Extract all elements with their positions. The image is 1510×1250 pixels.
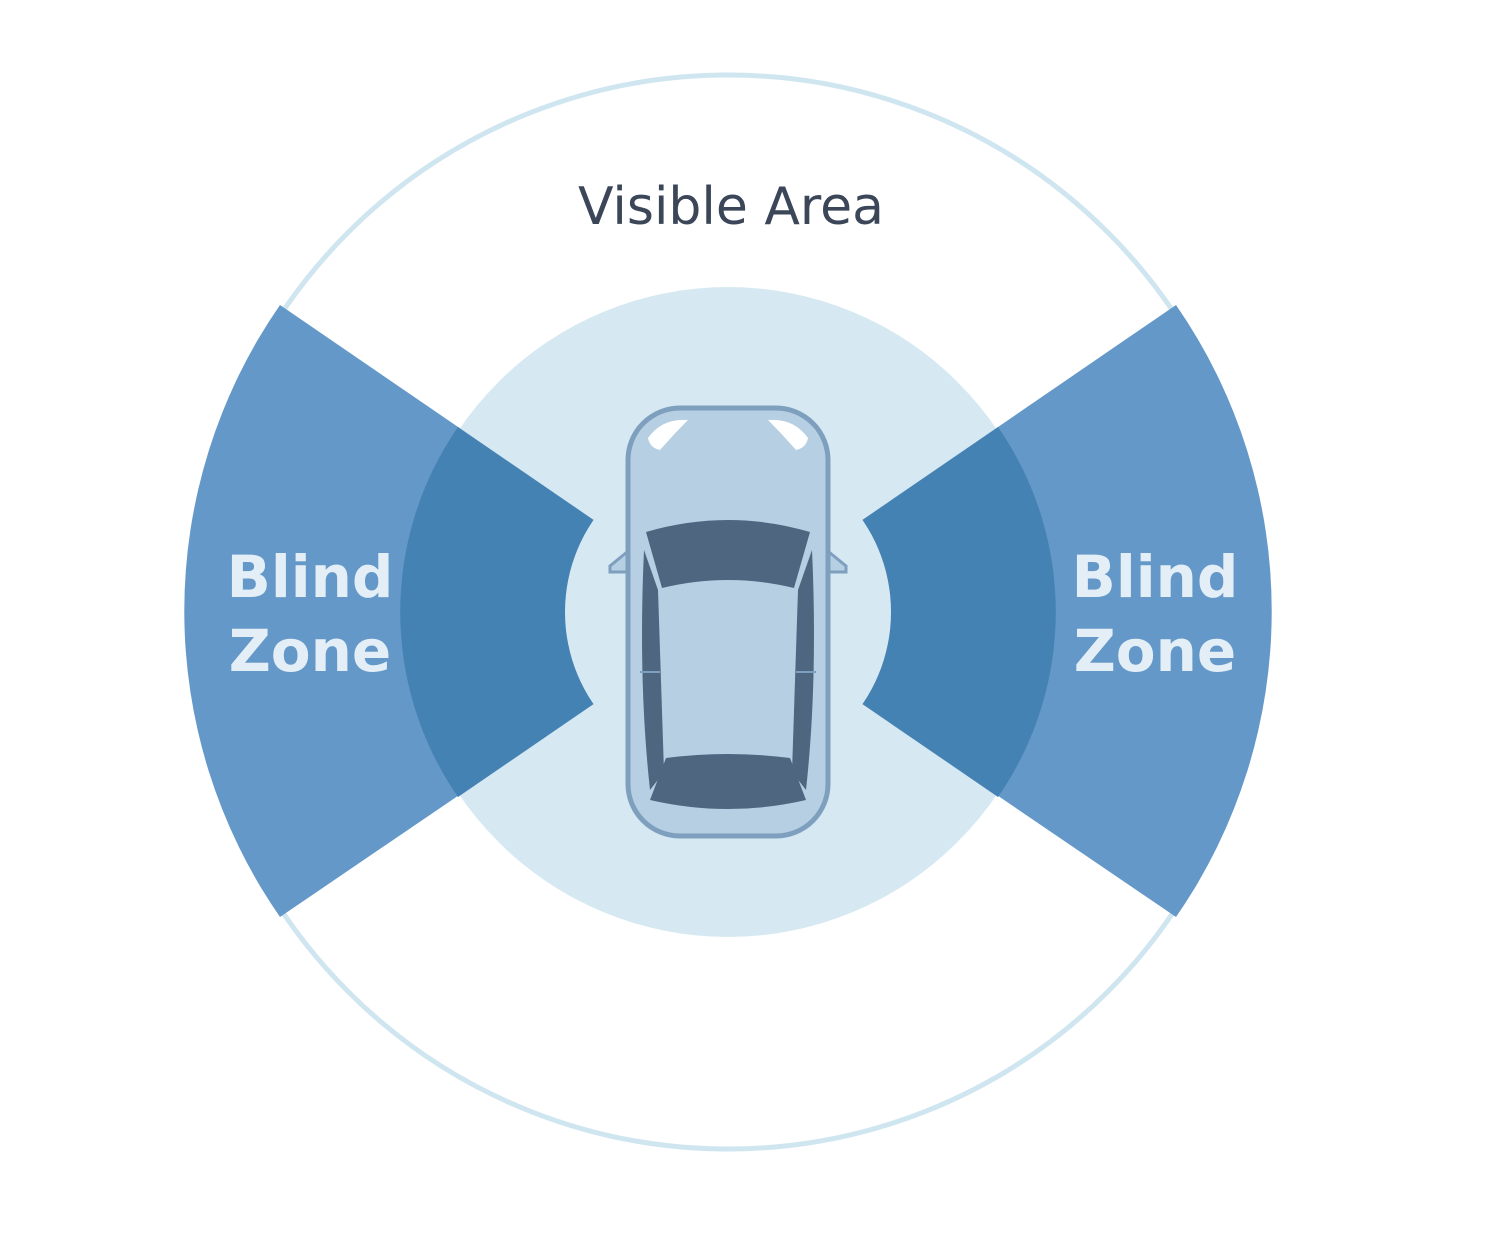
car-top-view-icon [608,405,848,839]
blind-zone-left-label-line2: Zone [229,617,392,685]
visible-area-label: Visible Area [578,177,884,237]
blind-zone-right-label-line2: Zone [1074,617,1237,685]
blind-zone-right-overlap [728,427,1056,797]
blind-zone-right-label-line1: Blind [1072,543,1239,611]
blind-zone-left-label-line1: Blind [227,543,394,611]
blind-zone-left-overlap [400,427,728,797]
